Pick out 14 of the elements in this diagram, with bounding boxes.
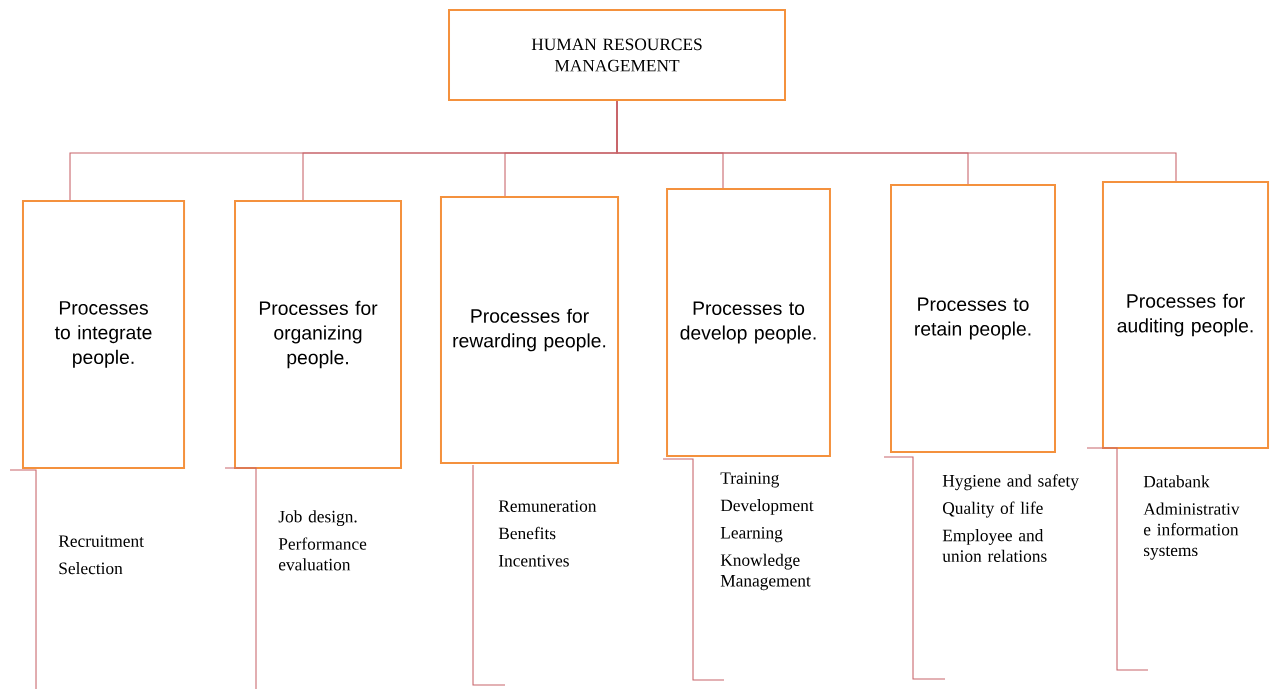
bracketed-list: Training Development Learning Knowledge Management — [662, 458, 814, 681]
process-box: Processes to retain people. — [890, 184, 1056, 453]
process-box: Processes to integrate people. — [22, 200, 186, 469]
bracketed-list: Databank Administrativ e information systems — [1086, 447, 1240, 671]
bracketed-list: Job design. Performance evaluation — [224, 467, 367, 689]
process-box: Processes to develop people. — [666, 188, 831, 457]
process-box: Processes for rewarding people. — [439, 196, 620, 464]
process-box: Processes for auditing people. — [1101, 181, 1270, 449]
connector-line — [616, 100, 1177, 182]
process-box: Processes for organizing people. — [234, 200, 402, 469]
bracketed-list: Recruitment Selection — [9, 469, 144, 689]
bracketed-list: Remuneration Benefits Incentives — [472, 464, 597, 686]
process-box: HUMAN RESOURCES MANAGEMENT — [448, 9, 786, 101]
bracketed-list: Hygiene and safety Quality of life Employee and union relations — [883, 456, 1079, 680]
